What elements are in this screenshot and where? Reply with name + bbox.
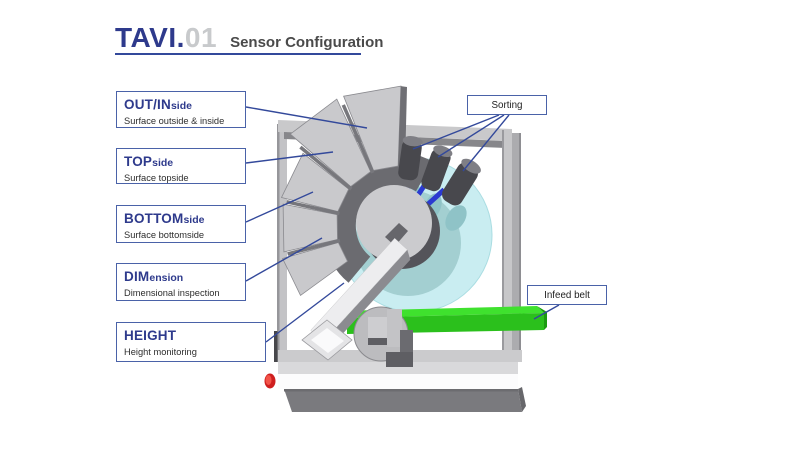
sorting-ejector [442, 158, 481, 206]
sensor-wedges [280, 85, 402, 297]
belt-drive-plate [353, 306, 413, 367]
sensor-label-description: Surface bottomside [124, 230, 205, 240]
leader-lines [245, 106, 560, 343]
sensor-label-outin: OUT/INside Surface outside & inside [116, 91, 246, 128]
leader-top [245, 151, 334, 164]
callout-infeed-belt: Infeed belt [527, 285, 607, 305]
title-underline [115, 53, 361, 56]
sorting-ejectors [398, 136, 481, 206]
sensor-wedge-bottom [280, 152, 350, 212]
leader-outin [245, 106, 368, 129]
leader-height [265, 282, 345, 343]
leader-sorting [437, 114, 505, 158]
sensor-label-title: OUT/INside [124, 97, 192, 112]
model-number: 01 [184, 22, 218, 53]
sensor-label-title: TOPside [124, 154, 174, 169]
page-title: TAVI. 01 Sensor Configuration [115, 22, 383, 54]
sensor-wedge-extra [282, 242, 349, 297]
center-drum [356, 185, 440, 269]
sensor-label-description: Height monitoring [124, 347, 197, 357]
sensor-wedge-dim [282, 203, 338, 253]
callout-sorting: Sorting [467, 95, 547, 115]
sensor-label-description: Dimensional inspection [124, 288, 220, 298]
leader-dim [245, 237, 323, 282]
sorting-ejector [398, 136, 423, 181]
sensor-label-bottom: BOTTOMside Surface bottomside [116, 205, 246, 243]
leader-sorting [462, 114, 510, 172]
leader-infeed [533, 304, 560, 320]
arm-end-cap [385, 223, 408, 246]
sensor-wedge-top [289, 98, 372, 188]
sensor-label-top: TOPside Surface topside [116, 148, 246, 184]
sensor-label-title: DIMension [124, 269, 184, 284]
leader-sorting [412, 114, 500, 150]
sensor-label-description: Surface topside [124, 173, 189, 183]
arm-foot [301, 319, 353, 361]
emergency-stop-knob [264, 373, 276, 389]
sensor-label-title: HEIGHT [124, 328, 177, 343]
sensor-label-dim: DIMension Dimensional inspection [116, 263, 246, 301]
brand-name: TAVI. [115, 22, 185, 53]
sensor-label-description: Surface outside & inside [124, 116, 225, 126]
sensor-label-height: HEIGHT Height monitoring [116, 322, 266, 362]
sensor-label-title: BOTTOMside [124, 211, 205, 226]
sorting-ejector [421, 145, 453, 192]
leader-bottom [245, 191, 314, 223]
slide-subtitle: Sensor Configuration [230, 34, 384, 51]
machine-base [274, 331, 526, 412]
